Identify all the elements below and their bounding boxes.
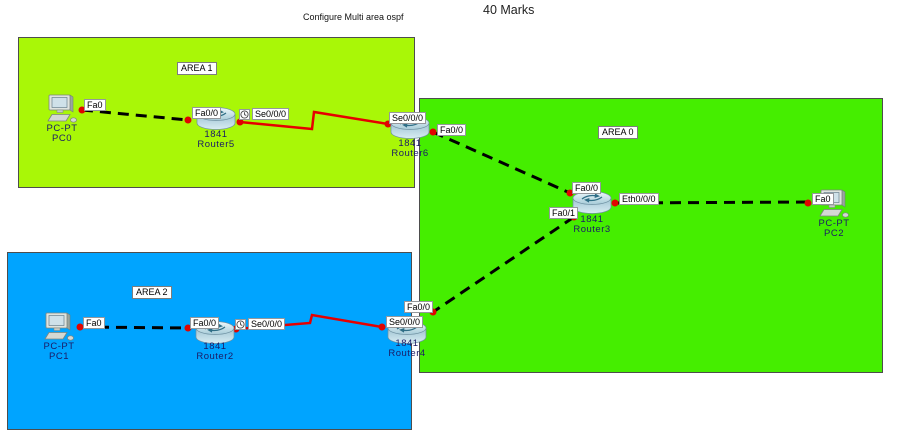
link-router5-router6-serial[interactable] [239,110,389,131]
link-router3-router4[interactable] [432,215,575,314]
port-label-router3-fa01: Fa0/1 [549,207,579,219]
marks-label: 40 Marks [483,3,535,17]
device-label-pc1: PC-PT PC1 [43,341,75,362]
link-router6-router3[interactable] [432,130,571,195]
link-pc0-router5[interactable] [81,108,189,122]
port-label-pc2-fa0: Fa0 [812,193,834,205]
device-label-router3: 1841 Router3 [573,214,611,235]
area2-label: AREA 2 [132,286,172,299]
clock-icon [235,319,246,330]
port-label-router3-eth000: Eth0/0/0 [619,193,659,205]
port-label-router4-se000: Se0/0/0 [386,316,424,328]
device-label-router4: 1841 Router4 [388,338,426,359]
area1-label: AREA 1 [177,62,217,75]
device-pc0[interactable] [44,94,80,126]
port-label-pc1-fa0: Fa0 [83,317,105,329]
area0-rectangle [419,98,883,373]
area0-label: AREA 0 [598,126,638,139]
port-label-router3-fa00: Fa0/0 [572,182,602,194]
port-label-router5-se000: Se0/0/0 [252,108,290,120]
port-label-router4-fa00: Fa0/0 [404,301,434,313]
clock-icon [239,109,250,120]
port-label-router5-fa00: Fa0/0 [192,107,222,119]
port-label-router6-se000: Se0/0/0 [389,112,427,124]
port-label-router6-fa00: Fa0/0 [437,124,467,136]
device-label-pc2: PC-PT PC2 [818,218,850,239]
device-pc1[interactable] [41,312,77,344]
device-label-router5: 1841 Router5 [197,129,235,150]
exercise-title: Configure Multi area ospf [303,12,404,22]
port-label-pc0-fa0: Fa0 [84,99,106,111]
port-label-router2-fa00: Fa0/0 [190,317,220,329]
port-label-router2-se000: Se0/0/0 [248,318,286,330]
device-label-router6: 1841 Router6 [391,138,429,159]
link-router3-pc2[interactable] [615,200,809,205]
pc-icon [47,94,77,123]
device-label-pc0: PC-PT PC0 [46,123,78,144]
pc-icon [44,312,74,341]
device-label-router2: 1841 Router2 [196,341,234,362]
